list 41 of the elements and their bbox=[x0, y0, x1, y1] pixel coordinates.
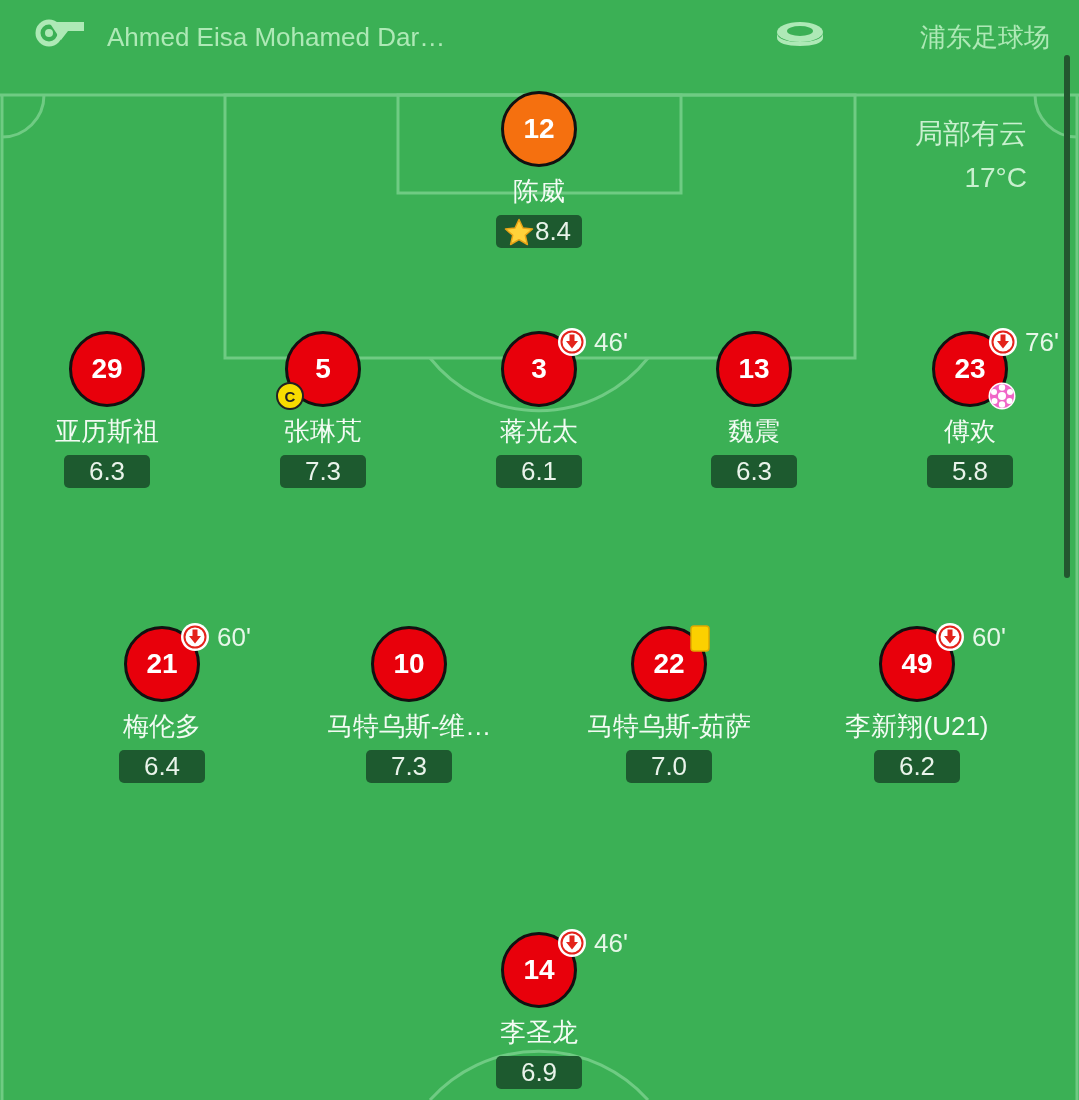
player-name: 李圣龙 bbox=[500, 1017, 578, 1047]
substitution-minute: 46' bbox=[594, 929, 628, 957]
rating-badge: 7.0 bbox=[626, 750, 712, 783]
player-marker: 10 bbox=[371, 626, 447, 702]
player-marker: 49 bbox=[879, 626, 955, 702]
player-marker: 22 bbox=[631, 626, 707, 702]
substitution-minute: 46' bbox=[594, 328, 628, 356]
substitution-minute: 76' bbox=[1025, 328, 1059, 356]
player-name: 李新翔(U21) bbox=[845, 711, 989, 741]
player-name: 蒋光太 bbox=[500, 416, 578, 446]
rating-badge: 7.3 bbox=[280, 455, 366, 488]
rating-badge: 6.2 bbox=[874, 750, 960, 783]
player-marker: 29 bbox=[69, 331, 145, 407]
weather-condition: 局部有云 bbox=[915, 117, 1027, 151]
stadium-name: 浦东足球场 bbox=[920, 22, 1050, 52]
player-name: 魏震 bbox=[728, 416, 780, 446]
player-marker: 12 bbox=[501, 91, 577, 167]
substitution-minute: 60' bbox=[217, 623, 251, 651]
player-marker: 13 bbox=[716, 331, 792, 407]
temperature: 17°C bbox=[964, 161, 1027, 195]
player-name: 马特乌斯-茹萨 bbox=[586, 711, 752, 741]
rating-badge: 6.4 bbox=[119, 750, 205, 783]
rating-badge: 6.3 bbox=[64, 455, 150, 488]
rating-badge: 5.8 bbox=[927, 455, 1013, 488]
player-name: 梅伦多 bbox=[123, 711, 201, 741]
player-name: 陈威 bbox=[513, 176, 565, 206]
rating-value: 8.4 bbox=[534, 215, 572, 248]
captain-badge: C bbox=[276, 382, 304, 410]
player-name: 傅欢 bbox=[944, 416, 996, 446]
player-marker: 3 bbox=[501, 331, 577, 407]
player-marker: 14 bbox=[501, 932, 577, 1008]
player-name: 亚历斯祖 bbox=[55, 416, 159, 446]
player-marker: 21 bbox=[124, 626, 200, 702]
rating-badge: 6.1 bbox=[496, 455, 582, 488]
player-name: 张琳芃 bbox=[284, 416, 362, 446]
rating-badge: 7.3 bbox=[366, 750, 452, 783]
player-name: 马特乌斯-维… bbox=[326, 711, 492, 741]
substitution-minute: 60' bbox=[972, 623, 1006, 651]
referee-name: Ahmed Eisa Mohamed Dar… bbox=[107, 22, 446, 52]
rating-badge: 6.3 bbox=[711, 455, 797, 488]
rating-badge: 6.9 bbox=[496, 1056, 582, 1089]
